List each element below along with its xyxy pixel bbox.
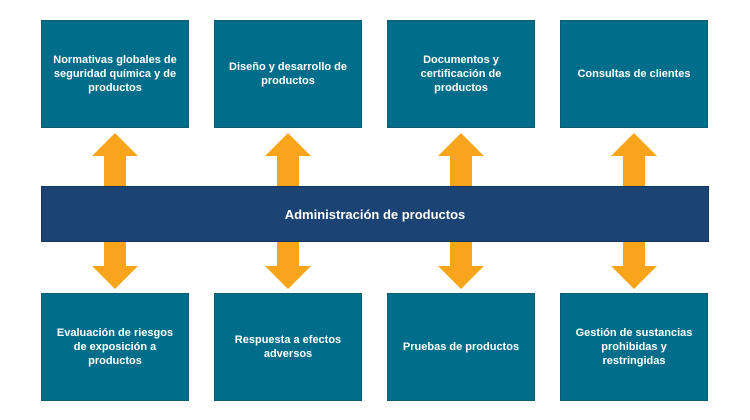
box-pruebas: Pruebas de productos xyxy=(387,293,535,401)
box-label: Normativas globales de seguridad química… xyxy=(53,54,177,94)
box-normativas: Normativas globales de seguridad química… xyxy=(41,20,189,128)
box-label: Diseño y desarrollo de productos xyxy=(229,61,347,87)
box-label: Documentos y certificación de productos xyxy=(420,54,502,94)
up-arrow-icon xyxy=(265,133,311,187)
box-respuesta: Respuesta a efectos adversos xyxy=(214,293,362,401)
up-arrow-icon xyxy=(92,133,138,187)
box-gestion: Gestión de sustancias prohibidas y restr… xyxy=(560,293,708,401)
box-label: Evaluación de riesgos de exposición a pr… xyxy=(56,327,174,367)
box-consultas: Consultas de clientes xyxy=(560,20,708,128)
box-label: Consultas de clientes xyxy=(577,68,691,80)
center-bar: Administración de productos xyxy=(41,186,709,242)
down-arrow-icon xyxy=(438,241,484,289)
box-label: Pruebas de productos xyxy=(402,341,520,353)
up-arrow-icon xyxy=(611,133,657,187)
up-arrow-icon xyxy=(438,133,484,187)
box-diseno: Diseño y desarrollo de productos xyxy=(214,20,362,128)
box-label: Respuesta a efectos adversos xyxy=(234,334,342,360)
down-arrow-icon xyxy=(611,241,657,289)
down-arrow-icon xyxy=(92,241,138,289)
box-evaluacion: Evaluación de riesgos de exposición a pr… xyxy=(41,293,189,401)
down-arrow-icon xyxy=(265,241,311,289)
box-documentos: Documentos y certificación de productos xyxy=(387,20,535,128)
center-label: Administración de productos xyxy=(284,206,466,222)
box-label: Gestión de sustancias prohibidas y restr… xyxy=(575,327,693,367)
